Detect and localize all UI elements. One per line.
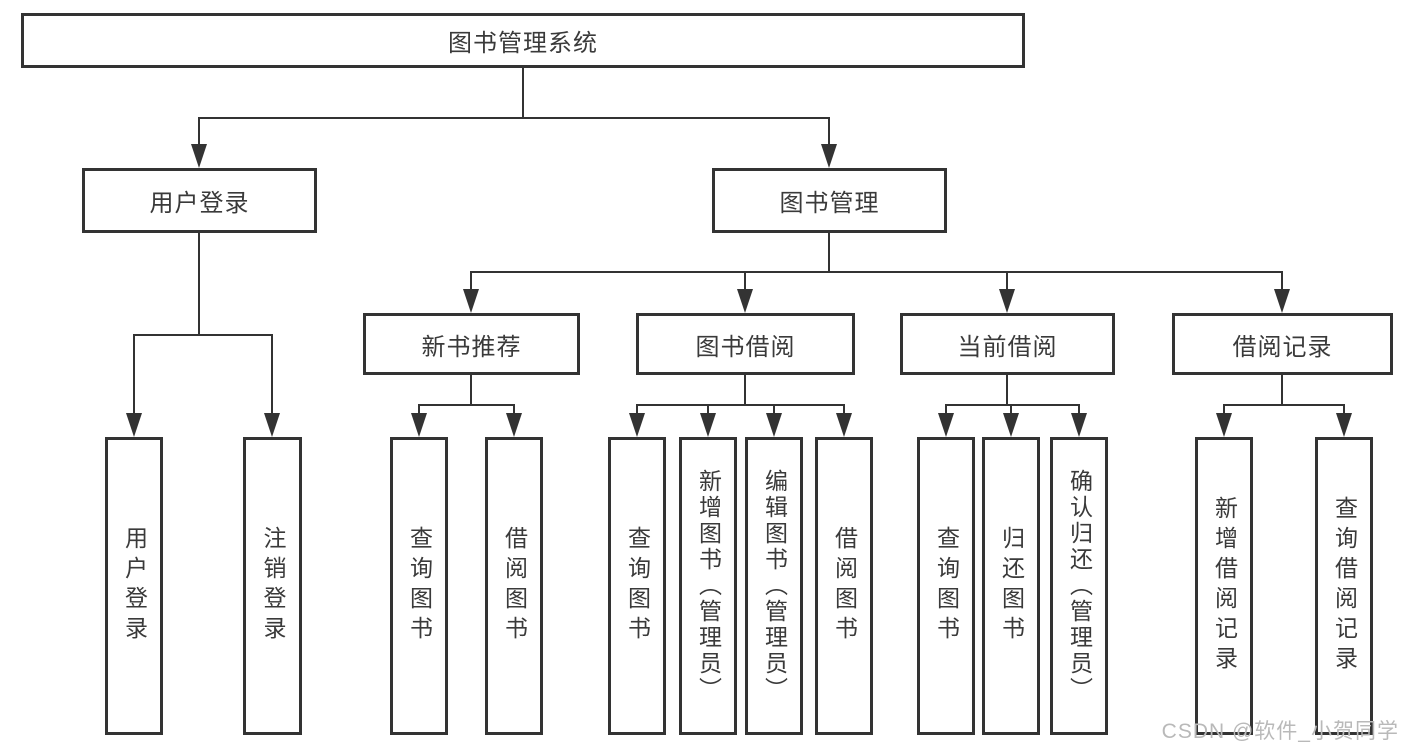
connector-line <box>1078 405 1080 415</box>
connector-line <box>1281 272 1283 291</box>
node-new-book-recommend-label: 新书推荐 <box>421 333 522 361</box>
connector-line <box>470 272 472 291</box>
connector-line <box>1006 375 1008 405</box>
watermark: CSDN @软件_小贺同学 <box>1161 720 1399 743</box>
arrow-down-icon <box>264 413 280 437</box>
arrow-down-icon <box>411 413 427 437</box>
connector-line <box>1281 375 1283 405</box>
connector-line <box>744 375 746 405</box>
arrow-down-icon <box>821 144 837 168</box>
connector-line <box>198 117 830 119</box>
arrow-down-icon <box>1216 413 1232 437</box>
arrow-down-icon <box>1003 413 1019 437</box>
node-user-login: 用户登录 <box>82 168 317 233</box>
connector-line <box>1006 272 1008 291</box>
connector-line <box>828 233 830 272</box>
connector-line <box>522 68 524 118</box>
leaf-query-book-3: 查询图书 <box>917 437 975 735</box>
arrow-down-icon <box>1071 413 1087 437</box>
leaf-edit-book-admin-label: 编辑图书（管理员） <box>761 469 788 703</box>
leaf-query-book-1-label: 查询图书 <box>406 526 433 646</box>
node-book-management-label: 图书管理 <box>779 190 880 217</box>
arrow-down-icon <box>463 289 479 313</box>
leaf-query-book-2: 查询图书 <box>608 437 666 735</box>
node-borrow-record-label: 借阅记录 <box>1232 333 1333 361</box>
arrow-down-icon <box>999 289 1015 313</box>
leaf-add-book-admin: 新增图书（管理员） <box>679 437 737 735</box>
leaf-borrow-book-1: 借阅图书 <box>485 437 543 735</box>
node-user-login-label: 用户登录 <box>149 190 250 217</box>
leaf-query-book-1: 查询图书 <box>390 437 448 735</box>
connector-line <box>470 271 1283 273</box>
leaf-borrow-book-2-label: 借阅图书 <box>831 526 858 646</box>
node-root: 图书管理系统 <box>21 13 1025 68</box>
connector-line <box>636 404 845 406</box>
connector-line <box>843 405 845 415</box>
arrow-down-icon <box>836 413 852 437</box>
node-book-borrow: 图书借阅 <box>636 313 855 375</box>
arrow-down-icon <box>938 413 954 437</box>
leaf-user-login: 用户登录 <box>105 437 163 735</box>
leaf-borrow-book-2: 借阅图书 <box>815 437 873 735</box>
leaf-logout-label: 注销登录 <box>260 526 286 646</box>
arrow-down-icon <box>191 144 207 168</box>
connector-line <box>513 405 515 415</box>
leaf-return-book: 归还图书 <box>982 437 1040 735</box>
connector-line <box>198 118 200 148</box>
arrow-down-icon <box>766 413 782 437</box>
node-current-borrow: 当前借阅 <box>900 313 1115 375</box>
leaf-query-borrow-record-label: 查询借阅记录 <box>1331 496 1358 676</box>
connector-line <box>744 272 746 291</box>
leaf-add-borrow-record-label: 新增借阅记录 <box>1211 496 1238 676</box>
connector-line <box>773 405 775 415</box>
connector-line <box>418 405 420 415</box>
connector-line <box>1343 405 1345 415</box>
leaf-query-borrow-record: 查询借阅记录 <box>1315 437 1373 735</box>
connector-line <box>1223 405 1225 415</box>
connector-line <box>636 405 638 415</box>
connector-line <box>1010 405 1012 415</box>
leaf-borrow-book-1-label: 借阅图书 <box>501 526 528 646</box>
node-book-management: 图书管理 <box>712 168 947 233</box>
arrow-down-icon <box>1274 289 1290 313</box>
connector-line <box>707 405 709 415</box>
node-book-borrow-label: 图书借阅 <box>695 333 796 361</box>
leaf-confirm-return-admin: 确认归还（管理员） <box>1050 437 1108 735</box>
connector-line <box>1223 404 1345 406</box>
node-new-book-recommend: 新书推荐 <box>363 313 580 375</box>
connector-line <box>133 335 135 415</box>
leaf-add-book-admin-label: 新增图书（管理员） <box>695 469 722 703</box>
connector-line <box>198 233 200 335</box>
connector-line <box>470 375 472 405</box>
leaf-query-book-3-label: 查询图书 <box>933 526 960 646</box>
arrow-down-icon <box>700 413 716 437</box>
leaf-add-borrow-record: 新增借阅记录 <box>1195 437 1253 735</box>
connector-line <box>418 404 515 406</box>
connector-line <box>133 334 273 336</box>
node-borrow-record: 借阅记录 <box>1172 313 1393 375</box>
leaf-edit-book-admin: 编辑图书（管理员） <box>745 437 803 735</box>
arrow-down-icon <box>126 413 142 437</box>
node-current-borrow-label: 当前借阅 <box>957 333 1058 361</box>
arrow-down-icon <box>737 289 753 313</box>
leaf-query-book-2-label: 查询图书 <box>624 526 651 646</box>
arrow-down-icon <box>1336 413 1352 437</box>
arrow-down-icon <box>629 413 645 437</box>
connector-line <box>828 118 830 148</box>
leaf-user-login-label: 用户登录 <box>121 526 148 646</box>
connector-line <box>945 405 947 415</box>
connector-line <box>945 404 1080 406</box>
node-root-label: 图书管理系统 <box>448 30 598 57</box>
leaf-confirm-return-admin-label: 确认归还（管理员） <box>1066 469 1093 703</box>
connector-line <box>271 335 273 415</box>
leaf-logout: 注销登录 <box>243 437 302 735</box>
arrow-down-icon <box>506 413 522 437</box>
leaf-return-book-label: 归还图书 <box>998 526 1025 646</box>
